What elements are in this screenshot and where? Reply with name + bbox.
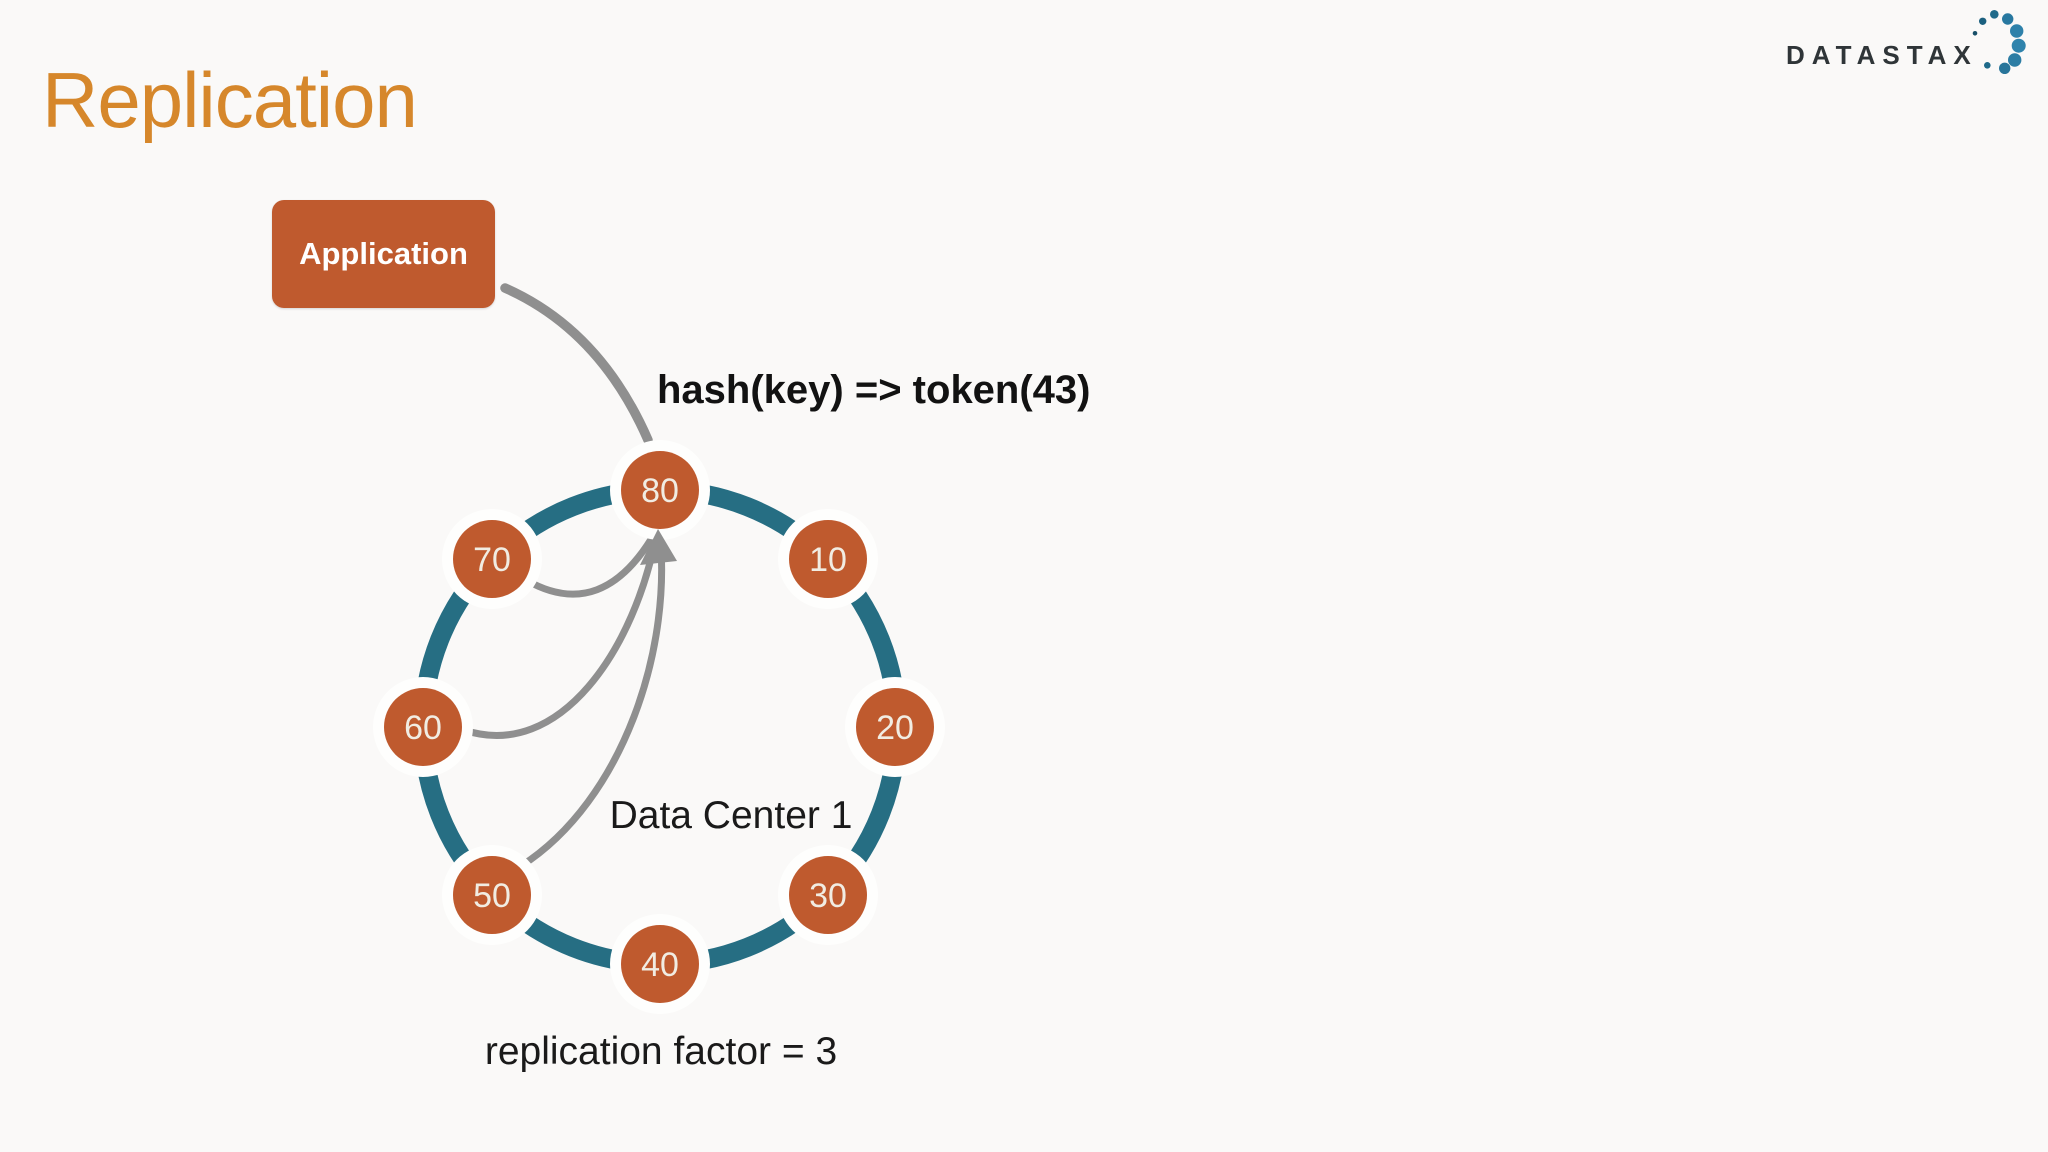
node-label: 70 [473,541,511,579]
node-label: 60 [404,709,442,747]
replication-curve-to-node-50 [517,523,666,870]
node-circle [789,520,867,598]
node-label: 50 [473,877,511,915]
replication-curve-to-node-70 [522,527,660,598]
node-label: 30 [809,877,847,915]
datacenter-label: Data Center 1 [609,794,853,837]
node-circle [453,520,531,598]
application-to-coordinator-arrow [500,283,653,445]
page-title: Replication [42,56,418,145]
ring-node-40: 40 [610,914,710,1014]
node-label: 40 [641,946,679,984]
node-circle [384,688,462,766]
fan-arrowhead-icon [640,529,677,565]
hash-token-label: hash(key) => token(43) [657,368,1091,412]
replication-curve-to-node-60 [460,527,661,739]
ring-node-50: 50 [442,845,542,945]
application-box-label: Application [299,236,468,271]
node-circle [453,856,531,934]
node-label: 10 [809,541,847,579]
datastax-logo: DATASTAX [1786,0,2048,90]
application-box: Application [272,200,495,308]
node-label: 20 [876,709,914,747]
node-circle [856,688,934,766]
ring-node-30: 30 [778,845,878,945]
datastax-wordmark: DATASTAX [1786,40,1978,70]
node-circle [789,856,867,934]
ring-node-20: 20 [845,677,945,777]
ring-node-10: 10 [778,509,878,609]
datastax-dots-icon [1972,10,2026,74]
replication-factor-label: replication factor = 3 [484,1030,838,1073]
node-label: 80 [641,472,679,510]
ring-node-80: 80 [610,440,710,540]
node-circle [621,925,699,1003]
ring-node-70: 70 [442,509,542,609]
node-circle [621,451,699,529]
ring-node-60: 60 [373,677,473,777]
